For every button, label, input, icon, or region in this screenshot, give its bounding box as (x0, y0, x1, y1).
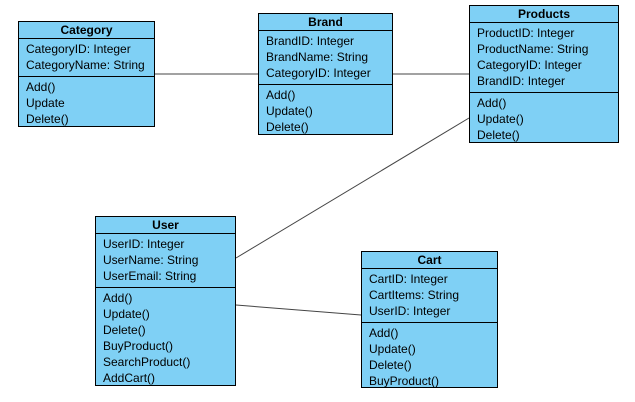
methods-section: Add() Update() Delete() (259, 85, 392, 138)
attribute: UserName: String (103, 253, 199, 267)
method: BuyProduct() (369, 374, 440, 388)
class-cart[interactable]: Cart CartID: Integer CartItems: String U… (361, 251, 498, 388)
attribute: ProductID: Integer (477, 26, 575, 40)
attribute: UserID: Integer (103, 237, 185, 251)
method: Delete() (26, 112, 69, 126)
class-title: Brand (259, 14, 392, 31)
method: Add() (369, 326, 399, 340)
attributes-section: CategoryID: Integer CategoryName: String (19, 39, 154, 77)
attributes-section: UserID: Integer UserName: String UserEma… (96, 234, 235, 288)
association-user-products (235, 117, 470, 259)
attribute: CategoryID: Integer (26, 42, 131, 56)
method: Update() (103, 307, 150, 321)
method: Delete() (103, 323, 146, 337)
attribute: CartID: Integer (369, 272, 448, 286)
attribute: BrandID: Integer (266, 34, 355, 48)
method: Update() (266, 104, 313, 118)
attributes-section: CartID: Integer CartItems: String UserID… (362, 269, 497, 323)
attributes-section: BrandID: Integer BrandName: String Categ… (259, 31, 392, 85)
class-title: Products (470, 6, 618, 23)
association-user-cart (235, 304, 362, 316)
class-title: Category (19, 22, 154, 39)
attribute: UserID: Integer (369, 304, 451, 318)
method: SearchProduct() (103, 355, 191, 369)
method: Delete() (266, 120, 309, 134)
methods-section: Add() Update() Delete() BuyProduct() (362, 323, 497, 392)
attribute: BrandName: String (266, 50, 369, 64)
attribute: CartItems: String (369, 288, 460, 302)
methods-section: Add() Update Delete() (19, 77, 154, 130)
method: Add() (266, 88, 296, 102)
method: Update() (369, 342, 416, 356)
class-title: User (96, 217, 235, 234)
method: Delete() (477, 128, 520, 142)
attribute: BrandID: Integer (477, 74, 566, 88)
methods-section: Add() Update() Delete() BuyProduct() Sea… (96, 288, 235, 389)
method: Add() (103, 291, 133, 305)
attribute: CategoryID: Integer (266, 66, 371, 80)
class-products[interactable]: Products ProductID: Integer ProductName:… (469, 5, 619, 143)
methods-section: Add() Update() Delete() (470, 93, 618, 146)
method: BuyProduct() (103, 339, 174, 353)
attribute: UserEmail: String (103, 269, 197, 283)
method: AddCart() (103, 371, 156, 385)
class-category[interactable]: Category CategoryID: Integer CategoryNam… (18, 21, 155, 127)
method: Update (26, 96, 65, 110)
attribute: CategoryName: String (26, 58, 145, 72)
class-title: Cart (362, 252, 497, 269)
class-user[interactable]: User UserID: Integer UserName: String Us… (95, 216, 236, 386)
method: Update() (477, 112, 524, 126)
attribute: CategoryID: Integer (477, 58, 582, 72)
method: Delete() (369, 358, 412, 372)
method: Add() (477, 96, 507, 110)
class-brand[interactable]: Brand BrandID: Integer BrandName: String… (258, 13, 393, 135)
method: Add() (26, 80, 56, 94)
attributes-section: ProductID: Integer ProductName: String C… (470, 23, 618, 93)
attribute: ProductName: String (477, 42, 589, 56)
